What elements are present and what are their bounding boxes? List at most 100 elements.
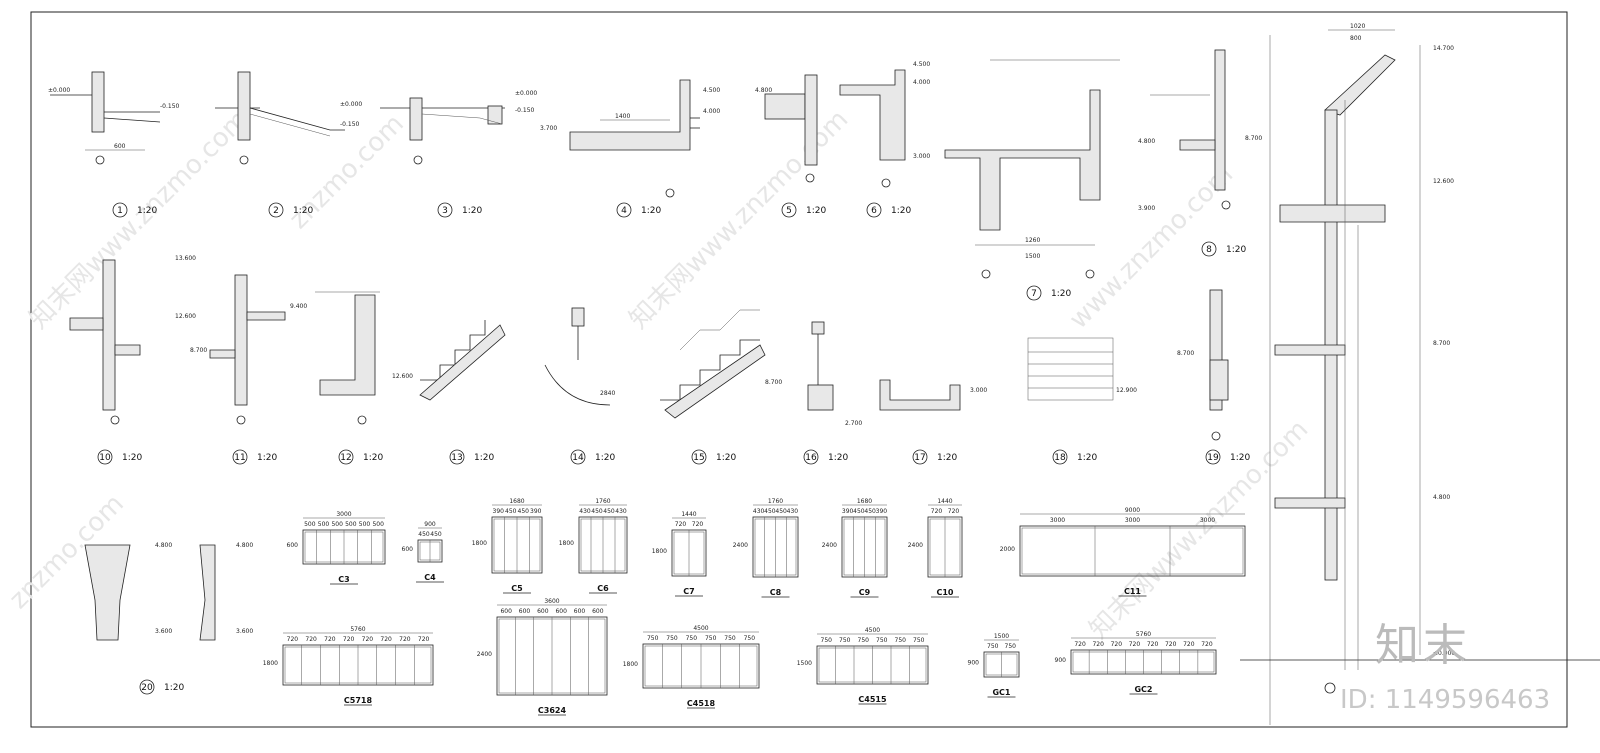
detail-number: 10 [99,453,111,463]
detail-4: 1400 3.700 4.500 4.000 [540,79,720,198]
window-segment-width: 3000 [1125,517,1140,524]
detail-scale: 1:20 [363,453,383,463]
window-segment-width: 3000 [1200,517,1215,524]
detail-16: 8.700 [765,321,834,411]
svg-text:±0.000: ±0.000 [515,90,537,97]
window-segment-width: 390 [493,508,505,515]
window-segment-width: 720 [692,521,704,528]
detail-number-circle [338,449,354,465]
window-code: C8 [770,588,782,597]
window-segment-width: 750 [1005,643,1017,650]
window-width: 1680 [509,498,524,505]
svg-text:12.600: 12.600 [392,373,413,380]
detail-number-circle [1052,449,1068,465]
window-segment-width: 720 [1129,641,1141,648]
window-width: 9000 [1125,507,1140,514]
window-height: 1800 [559,540,574,547]
detail-number: 12 [340,453,351,463]
detail-number-circle [112,202,128,218]
watermark-text: 知末网www.znzmo.com [1084,414,1315,645]
window-height: 2400 [822,542,837,549]
window-segment-width: 720 [931,508,943,515]
window-segment-width: 500 [331,521,343,528]
window-width: 1680 [857,498,872,505]
detail-number-circle [449,449,465,465]
svg-text:±0.000: ±0.000 [340,101,362,108]
window-segment-width: 450 [430,531,442,538]
svg-text:±0.000: ±0.000 [48,87,70,94]
window-height: 1500 [797,660,812,667]
window-height: 600 [402,546,414,553]
window-segment-width: 450 [764,508,776,515]
window-height: 600 [287,542,299,549]
window-height: 1800 [623,661,638,668]
window-segment-width: 450 [518,508,530,515]
detail-number: 4 [621,206,627,216]
svg-text:8.700: 8.700 [1245,135,1262,142]
svg-text:1020: 1020 [1350,23,1365,30]
svg-text:2.700: 2.700 [845,420,862,427]
window-segment-width: 600 [519,608,531,615]
window-code: C9 [859,588,871,597]
detail-number: 20 [141,683,153,693]
detail-number-circle [616,202,632,218]
window-segment-width: 450 [603,508,615,515]
svg-text:-0.150: -0.150 [160,103,180,110]
brand-logo: 知末 [1375,620,1471,671]
detail-17: 3.000 2.700 [845,379,987,427]
detail-10: 13.600 12.600 [69,255,196,425]
detail-number: 14 [572,453,584,463]
window-segment-width: 720 [399,636,411,643]
detail-scale: 1:20 [164,683,184,693]
window-code: C4518 [687,699,716,708]
detail-1: 600 ±0.000 -0.150 [48,71,180,165]
svg-text:4.800: 4.800 [755,87,772,94]
detail-3: ±0.000 -0.150 [380,90,537,165]
detail-number: 8 [1206,245,1212,255]
window-segment-width: 600 [592,608,604,615]
window-segment-width: 430 [579,508,591,515]
detail-number: 18 [1054,453,1066,463]
detail-number-circle [97,449,113,465]
window-height: 2400 [908,542,923,549]
detail-number-circle [437,202,453,218]
window-segment-width: 430 [615,508,627,515]
detail-number: 11 [234,453,245,463]
svg-text:-0.150: -0.150 [515,107,535,114]
window-height: 2400 [733,542,748,549]
window-segment-width: 720 [948,508,960,515]
detail-number: 6 [871,206,877,216]
detail-caption: 12 1:20 [338,449,383,465]
detail-number-circle [781,202,797,218]
window-width: 1440 [937,498,952,505]
detail-scale: 1:20 [1230,453,1250,463]
window-code: C4515 [858,695,887,704]
svg-text:13.600: 13.600 [175,255,196,262]
window-segment-width: 720 [1074,641,1086,648]
window-segment-width: 450 [591,508,603,515]
detail-number-circle [232,449,248,465]
svg-text:1400: 1400 [615,113,630,120]
detail-scale: 1:20 [462,206,482,216]
window-height: 2000 [1000,546,1015,553]
detail-number-circle [1205,449,1221,465]
window-segment-width: 750 [647,635,659,642]
window-segment-width: 500 [318,521,330,528]
svg-text:8.700: 8.700 [1433,340,1450,347]
svg-text:4.000: 4.000 [913,79,930,86]
svg-text:4.800: 4.800 [1433,494,1450,501]
svg-text:8.700: 8.700 [1177,350,1194,357]
svg-text:4.800: 4.800 [1138,138,1155,145]
window-segment-width: 750 [705,635,717,642]
